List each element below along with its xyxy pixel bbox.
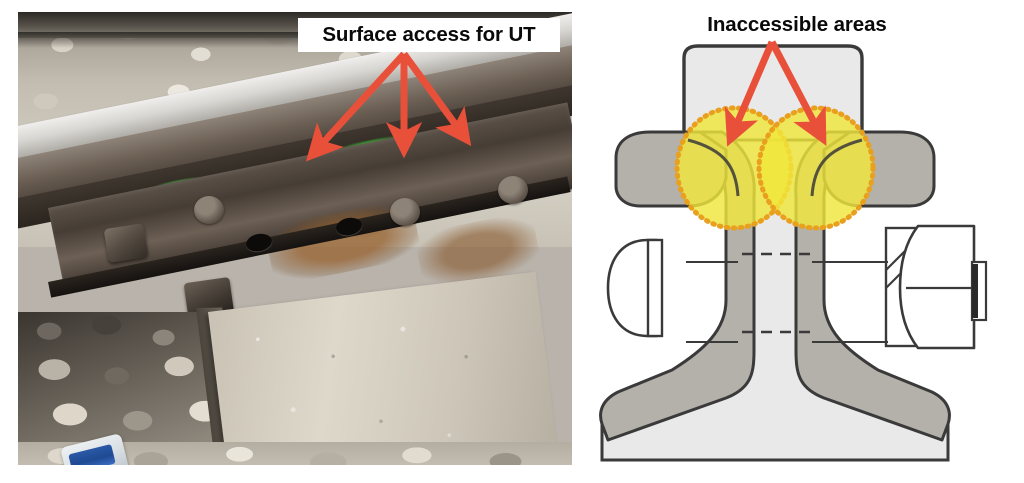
ballast-bottom-strip (18, 442, 572, 465)
surface-access-label: Surface access for UT (298, 18, 560, 52)
photo-content (18, 12, 572, 465)
joint-bolt-nut (103, 223, 149, 263)
inaccessible-arrows (724, 40, 827, 147)
concrete-tie (208, 271, 559, 465)
bolt-shank-left (646, 238, 664, 338)
rail-cross-section-diagram (599, 40, 988, 462)
web-section-lines (686, 252, 888, 343)
joint-bolt-2 (390, 198, 420, 226)
bolt-end-face (972, 264, 978, 318)
arrow-to-right-fillet (768, 40, 827, 146)
diagram-panel (576, 0, 1024, 483)
photo-panel (18, 12, 572, 465)
joint-bolt-1 (194, 196, 224, 224)
bolt-head (606, 238, 658, 338)
track-bolt-assembly (606, 224, 988, 350)
inaccessible-areas-label: Inaccessible areas (707, 13, 887, 36)
fillet-edge-right (810, 138, 863, 197)
arrow-to-left-fillet (724, 40, 776, 147)
inaccessible-highlight-group (674, 105, 876, 231)
joint-bolt-3 (498, 176, 528, 204)
fillet-edge-left (687, 138, 740, 197)
